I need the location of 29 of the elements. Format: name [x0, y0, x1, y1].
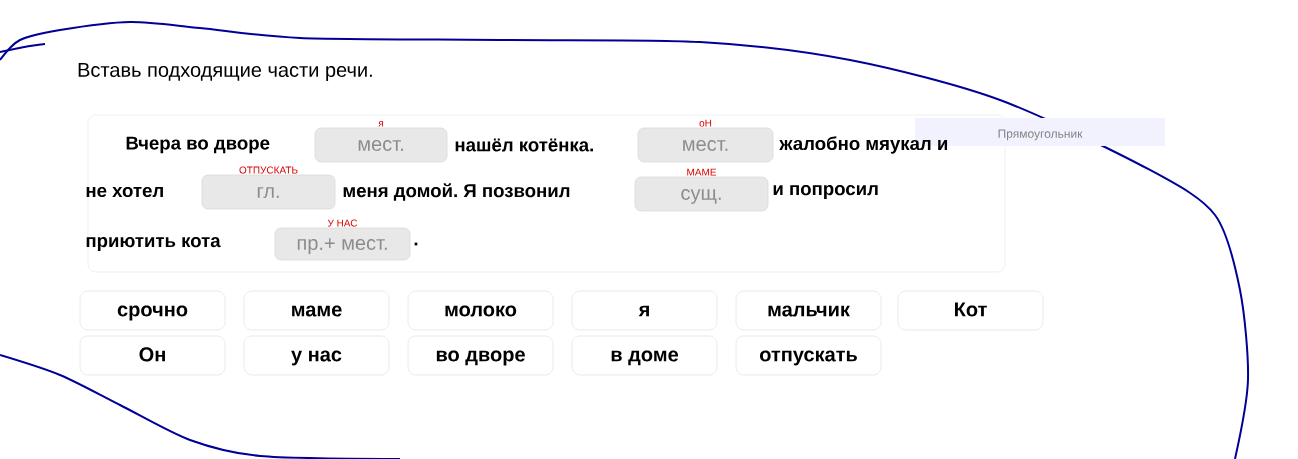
word-chip: во дворе	[407, 335, 554, 376]
word-chip: Кот	[897, 290, 1044, 331]
word-chip: молоко	[407, 290, 554, 331]
word-chip: Он	[79, 335, 226, 376]
handwritten-note: ОТПУСКАТЬ	[239, 166, 298, 174]
word-chip: отпускать	[735, 335, 882, 376]
answer-box: мест.	[637, 127, 774, 163]
sentence-text: не хотел	[86, 186, 163, 198]
sentence-text: и попросил	[773, 185, 878, 199]
answer-box: мест.	[314, 127, 448, 163]
sentence-text: нашёл котёнка.	[455, 138, 593, 152]
sentence-text: меня домой. Я позвонил	[343, 183, 570, 201]
word-chip: в доме	[571, 335, 718, 376]
handwritten-note: я	[378, 121, 384, 127]
sentence-text: Вчера во дворе	[126, 136, 270, 154]
handwritten-note: У НАС	[327, 219, 358, 227]
answer-box: гл.	[201, 174, 336, 210]
handwritten-note: оН	[699, 119, 712, 127]
sentence-text: приютить кота	[86, 237, 221, 251]
handwritten-note: МАМЕ	[687, 168, 717, 176]
word-chip: маме	[243, 290, 390, 331]
word-chip: у нас	[243, 335, 390, 376]
word-chip: мальчик	[735, 290, 882, 331]
answer-box: сущ.	[634, 176, 769, 212]
sentence-text: .	[414, 242, 418, 246]
word-chip: срочно	[79, 290, 226, 331]
answer-box: пр.+ мест.	[274, 227, 411, 261]
word-chip: я	[571, 290, 718, 331]
heading: Вставь подходящие части речи.	[78, 63, 372, 81]
